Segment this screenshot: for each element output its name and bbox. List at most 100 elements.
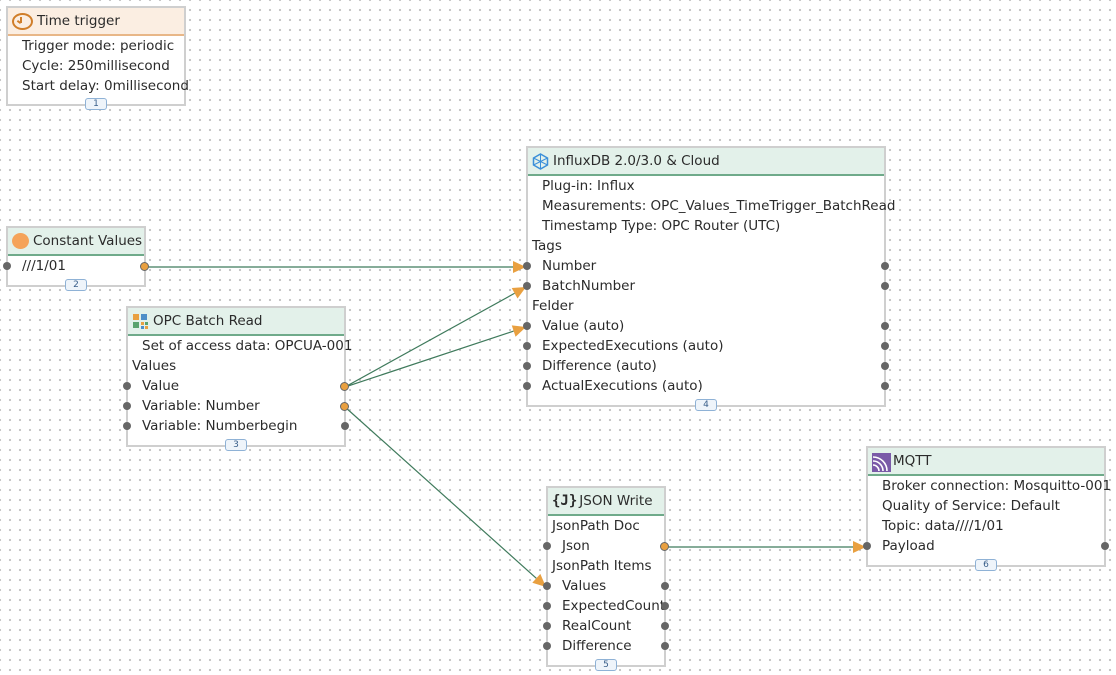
payload-row[interactable]: Payload [863, 536, 1109, 556]
variable-number-row[interactable]: Variable: Number [123, 396, 349, 416]
output-port[interactable] [661, 602, 669, 610]
output-port[interactable] [881, 382, 889, 390]
input-port[interactable] [3, 262, 11, 270]
expected-count-row[interactable]: ExpectedCount [543, 596, 669, 616]
number-row[interactable]: Number [523, 256, 889, 276]
input-port[interactable] [123, 402, 131, 410]
start-delay-label: Start delay: 0millisecond [22, 78, 189, 94]
json-icon: {J} [552, 492, 578, 509]
influxdb-title: InfluxDB 2.0/3.0 & Cloud [553, 153, 720, 169]
variable-numberbegin-row[interactable]: Variable: Numberbegin [123, 416, 349, 436]
constant-value-row[interactable]: ///1/01 [3, 256, 149, 276]
input-port[interactable] [523, 382, 531, 390]
input-port[interactable] [523, 262, 531, 270]
output-port[interactable] [340, 381, 349, 391]
node-number-badge: 2 [65, 279, 87, 291]
json-write-header[interactable]: {J} JSON Write [548, 488, 664, 516]
actual-executions-label: ActualExecutions (auto) [542, 378, 703, 394]
input-port[interactable] [543, 642, 551, 650]
time-trigger-title: Time trigger [37, 13, 120, 29]
node-number-badge: 4 [695, 399, 717, 411]
real-count-label: RealCount [562, 618, 632, 634]
variable-numberbegin-label: Variable: Numberbegin [142, 418, 298, 434]
time-trigger-header[interactable]: Time trigger [8, 8, 184, 36]
input-port[interactable] [523, 322, 531, 330]
output-port[interactable] [881, 362, 889, 370]
constant-values-header[interactable]: Constant Values [8, 228, 144, 256]
output-port[interactable] [881, 342, 889, 350]
output-port[interactable] [661, 642, 669, 650]
wire-value-to-value-auto[interactable] [344, 330, 514, 388]
value-auto-label: Value (auto) [542, 318, 625, 334]
json-write-node[interactable]: {J} JSON Write JsonPath Doc Json JsonPat… [543, 486, 669, 671]
expected-count-label: ExpectedCount [562, 598, 666, 614]
output-port[interactable] [881, 282, 889, 290]
input-port[interactable] [123, 422, 131, 430]
tags-section-label: Tags [532, 238, 562, 254]
topic-label: Topic: data////1/01 [882, 518, 1004, 534]
opc-batch-read-node[interactable]: OPC Batch Read Set of access data: OPCUA… [123, 306, 353, 451]
expected-executions-row[interactable]: ExpectedExecutions (auto) [523, 336, 889, 356]
measurements-label: Measurements: OPC_Values_TimeTrigger_Bat… [542, 198, 896, 214]
actual-executions-row[interactable]: ActualExecutions (auto) [523, 376, 889, 396]
output-port[interactable] [661, 582, 669, 590]
json-row[interactable]: Json [543, 536, 669, 556]
cycle-label: Cycle: 250millisecond [22, 58, 170, 74]
node-number-badge: 3 [225, 439, 247, 451]
output-port[interactable] [341, 422, 349, 430]
output-port[interactable] [140, 261, 149, 271]
influxdb-icon [532, 152, 549, 170]
node-number-badge: 5 [595, 659, 617, 671]
batchnumber-row[interactable]: BatchNumber [523, 276, 889, 296]
values-label: Values [562, 578, 607, 594]
batchnumber-label: BatchNumber [542, 278, 636, 294]
felder-section-label: Felder [532, 298, 574, 314]
jsonpath-items-label: JsonPath Items [552, 558, 652, 574]
orange-circle-icon [12, 233, 29, 249]
input-port[interactable] [543, 622, 551, 630]
input-port[interactable] [543, 602, 551, 610]
values-row[interactable]: Values [543, 576, 669, 596]
json-difference-row[interactable]: Difference [543, 636, 669, 656]
node-number-badge: 6 [975, 559, 997, 571]
time-trigger-node[interactable]: Time trigger Trigger mode: periodic Cycl… [6, 6, 189, 110]
input-port[interactable] [543, 582, 551, 590]
opc-batch-read-title: OPC Batch Read [153, 313, 263, 329]
constant-values-node[interactable]: Constant Values ///1/01 2 [3, 226, 149, 291]
jsonpath-doc-label: JsonPath Doc [552, 518, 640, 534]
broker-connection-label: Broker connection: Mosquitto-001 [882, 478, 1112, 494]
input-port[interactable] [863, 542, 871, 550]
plugin-label: Plug-in: Influx [542, 178, 635, 194]
output-port[interactable] [340, 401, 349, 411]
node-number-badge: 1 [85, 98, 107, 110]
difference-row[interactable]: Difference (auto) [523, 356, 889, 376]
influxdb-node[interactable]: InfluxDB 2.0/3.0 & Cloud Plug-in: Influx… [523, 146, 896, 411]
input-port[interactable] [523, 342, 531, 350]
opc-batch-read-header[interactable]: OPC Batch Read [128, 308, 344, 336]
input-port[interactable] [523, 282, 531, 290]
payload-label: Payload [882, 538, 935, 554]
input-port[interactable] [523, 362, 531, 370]
output-port[interactable] [881, 262, 889, 270]
influxdb-header[interactable]: InfluxDB 2.0/3.0 & Cloud [528, 148, 884, 176]
real-count-row[interactable]: RealCount [543, 616, 669, 636]
output-port[interactable] [660, 541, 669, 551]
value-label: Value [142, 378, 180, 394]
wire-number-to-json-values[interactable] [344, 406, 537, 579]
output-port[interactable] [1101, 542, 1109, 550]
wire-value-to-batchnumber[interactable] [344, 292, 515, 388]
constant-values-title: Constant Values [33, 233, 143, 249]
expected-executions-label: ExpectedExecutions (auto) [542, 338, 724, 354]
mqtt-node[interactable]: MQTT Broker connection: Mosquitto-001 Qu… [863, 446, 1112, 571]
qos-label: Quality of Service: Default [882, 498, 1060, 514]
access-data-label: Set of access data: OPCUA-001 [142, 338, 353, 354]
input-port[interactable] [123, 382, 131, 390]
value-row[interactable]: Value [123, 376, 349, 396]
input-port[interactable] [543, 542, 551, 550]
mqtt-header[interactable]: MQTT [868, 448, 1104, 476]
mqtt-title: MQTT [893, 453, 932, 469]
variable-number-label: Variable: Number [142, 398, 260, 414]
output-port[interactable] [661, 622, 669, 630]
value-auto-row[interactable]: Value (auto) [523, 316, 889, 336]
output-port[interactable] [881, 322, 889, 330]
